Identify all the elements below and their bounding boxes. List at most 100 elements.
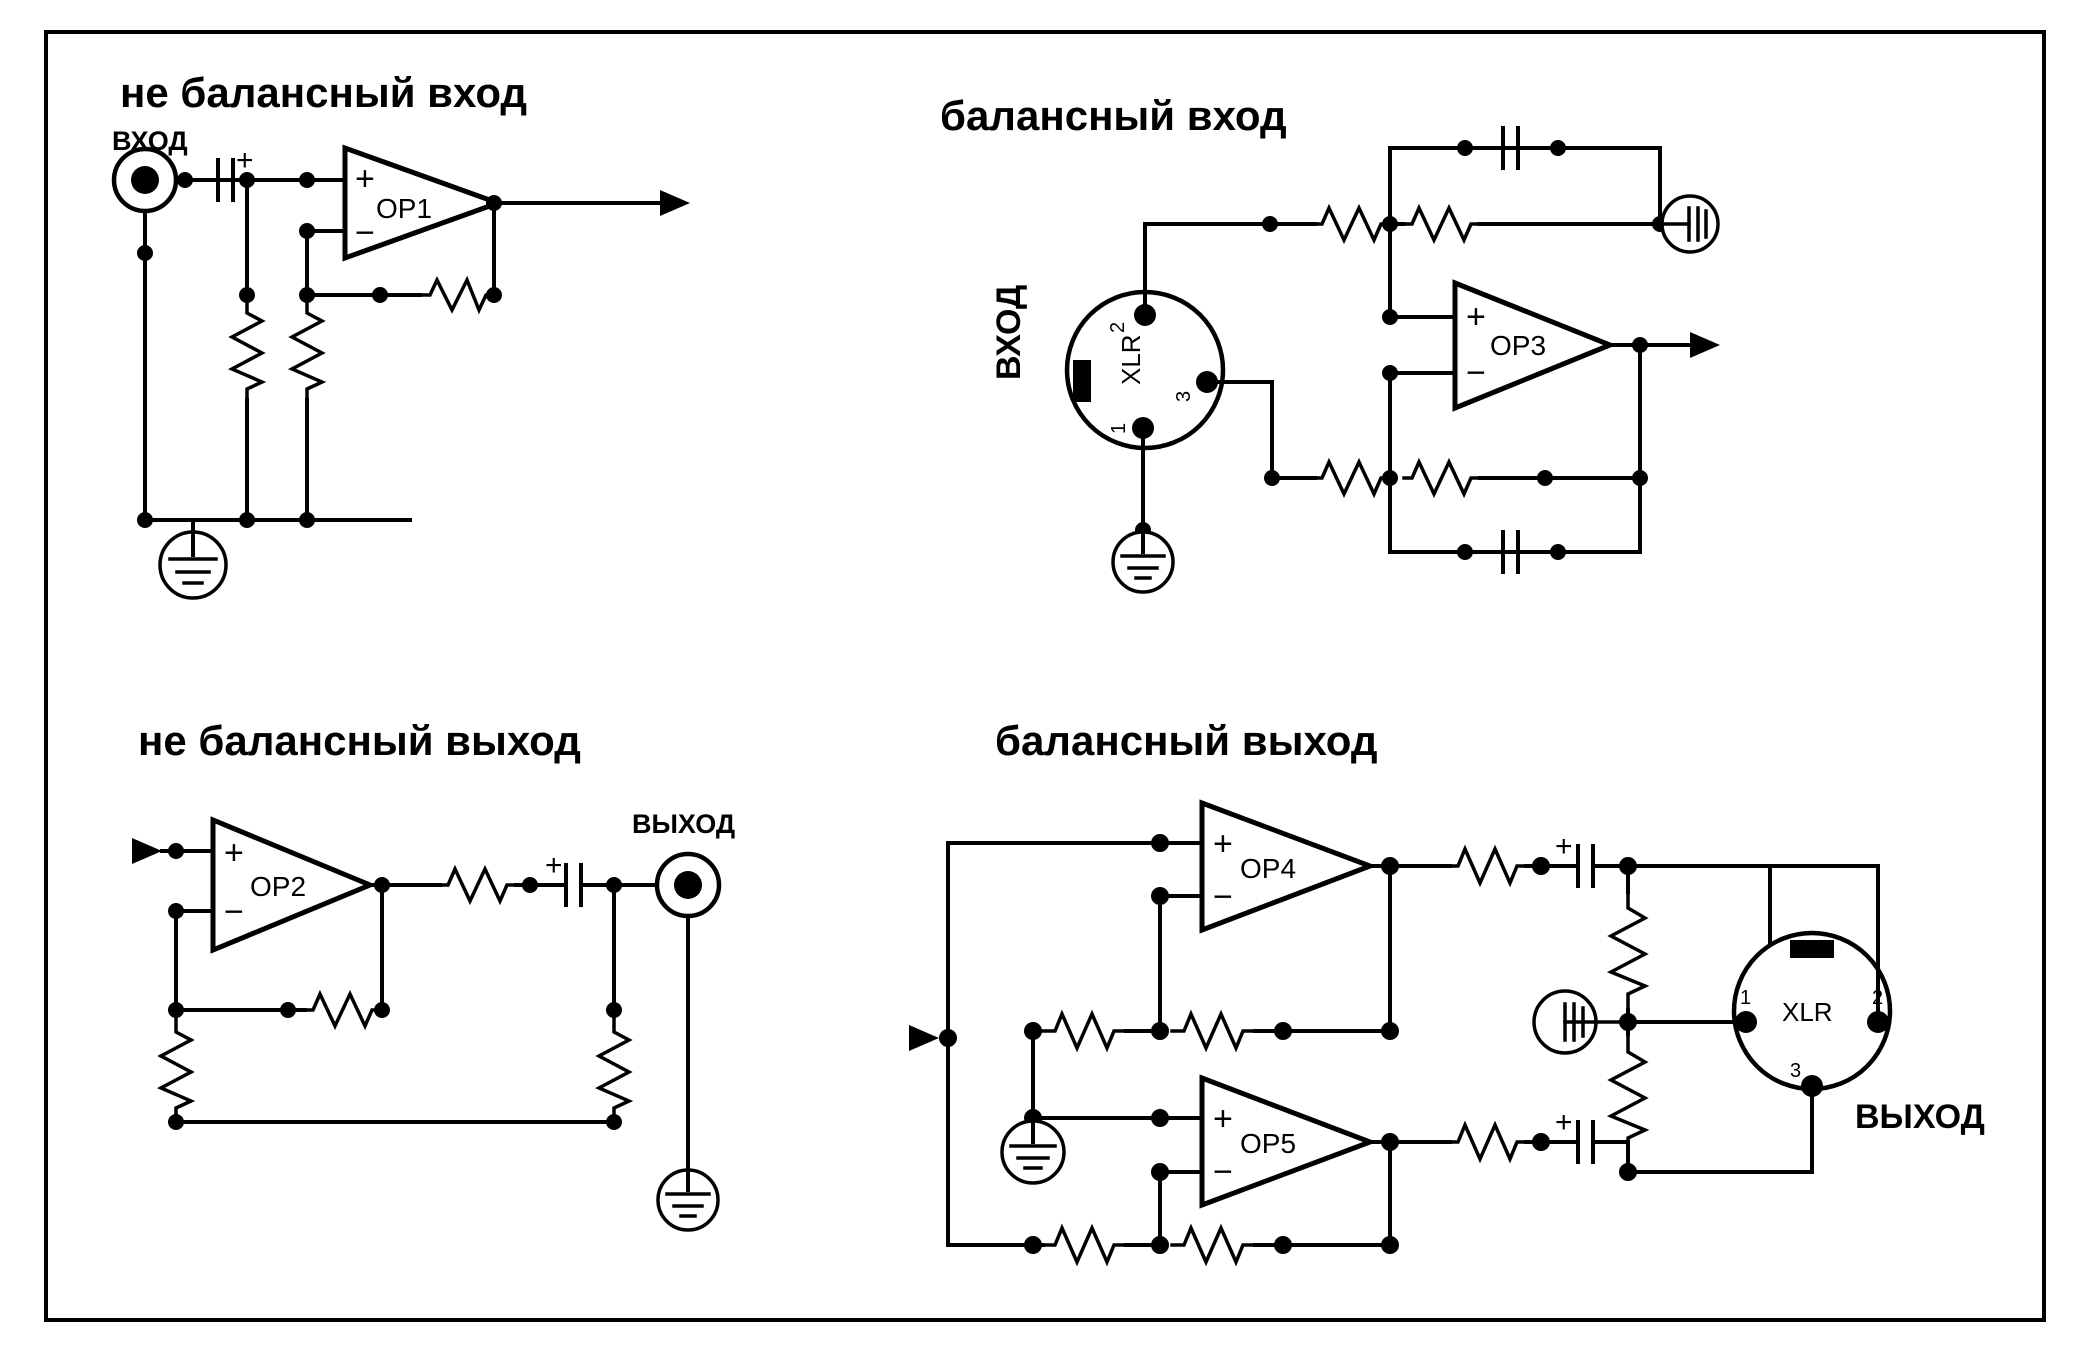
opamp-minus-sign: −	[355, 214, 375, 252]
ground-symbol	[656, 1168, 720, 1232]
xlr-connector-name: XLR	[1782, 997, 1833, 1027]
output-jack-connector[interactable]	[654, 851, 722, 919]
junction-dot	[1382, 309, 1398, 325]
section-balanced-output: балансный выход + − OP4	[909, 717, 1985, 1267]
opamp-label: OP4	[1240, 853, 1296, 884]
resistor-top-series	[1313, 203, 1392, 245]
junction-dot	[1537, 470, 1553, 486]
xlr-key-slot	[1790, 940, 1834, 958]
xlr-pin-3	[1801, 1075, 1823, 1097]
opamp-op2: + − OP2	[210, 816, 377, 954]
junction-dot	[374, 877, 390, 893]
capacitor-op5-output	[1576, 1120, 1595, 1164]
balanced-output-connector-label: ВЫХОД	[1855, 1098, 1985, 1136]
resistor-op5-output-series	[1448, 1120, 1528, 1164]
opamp-label: OP2	[250, 871, 306, 902]
junction-dot	[299, 512, 315, 528]
resistor-r2-vertical	[287, 293, 327, 402]
opamp-plus-sign: +	[1213, 825, 1233, 863]
resistor-gain-vertical	[156, 1008, 196, 1124]
opamp-minus-sign: −	[1213, 878, 1233, 916]
opamp-plus-sign: +	[1213, 1100, 1233, 1138]
junction-dot	[522, 877, 538, 893]
junction-dot	[1532, 1133, 1550, 1151]
capacitor-polarity-plus: +	[1555, 1106, 1573, 1139]
junction-dot	[280, 1002, 296, 1018]
junction-dot	[168, 1114, 184, 1130]
junction-dot	[372, 287, 388, 303]
reference-ground-symbol-top	[1658, 194, 1720, 254]
output-arrow-icon	[1690, 332, 1720, 358]
capacitor-polarity-plus: +	[1555, 830, 1573, 863]
opamp-op4: + − OP4	[1199, 799, 1378, 934]
junction-dot	[1550, 140, 1566, 156]
xlr-key-slot	[1073, 360, 1091, 402]
input-arrow-icon	[132, 838, 162, 864]
junction-dot	[1274, 1236, 1292, 1254]
ground-symbol	[158, 518, 228, 600]
section-unbalanced-input: не балансный вход ВХОД + +	[111, 69, 690, 600]
input-arrow-icon	[909, 1025, 939, 1051]
opamp-minus-sign: −	[1213, 1153, 1233, 1191]
junction-dot	[1264, 470, 1280, 486]
output-arrow-icon	[660, 190, 690, 216]
opamp-plus-sign: +	[355, 160, 375, 198]
resistor-feedback-horizontal	[418, 275, 496, 315]
wire-xlr-pin2-up	[1768, 864, 1880, 1024]
xlr-connector-name: XLR	[1116, 334, 1146, 385]
input-jack-connector[interactable]	[111, 146, 179, 214]
junction-dot	[239, 512, 255, 528]
junction-dot	[177, 172, 193, 188]
junction-dot	[1151, 834, 1169, 852]
capacitor-polarity-plus: +	[236, 144, 254, 177]
opamp-label: OP3	[1490, 330, 1546, 361]
ground-symbol	[1000, 1116, 1066, 1185]
capacitor-op4-output	[1576, 844, 1595, 888]
junction-dot	[1381, 1133, 1399, 1151]
sheet-border	[44, 30, 2046, 1322]
junction-dot	[1381, 857, 1399, 875]
junction-dot	[137, 512, 153, 528]
opamp-minus-sign: −	[224, 893, 244, 931]
resistor-op5-divider-left	[1041, 1223, 1128, 1267]
ground-symbol	[1111, 528, 1175, 594]
junction-dot	[1262, 216, 1278, 232]
balanced-output-title: балансный выход	[995, 717, 1378, 764]
capacitor-polarity-plus: +	[545, 849, 563, 882]
junction-dot	[1151, 1109, 1169, 1127]
junction-dot	[1024, 1236, 1042, 1254]
resistor-bottom-series	[1313, 457, 1392, 499]
resistor-feedback-horizontal	[303, 989, 384, 1031]
section-unbalanced-output: не балансный выход + − OP2	[132, 717, 735, 1232]
opamp-op3: + − OP3	[1452, 279, 1617, 412]
resistor-op4-divider-right	[1170, 1009, 1257, 1053]
junction-dot	[1550, 544, 1566, 560]
unbalanced-input-title: не балансный вход	[120, 69, 527, 116]
unbalanced-output-connector-label: ВЫХОД	[632, 809, 735, 839]
section-balanced-input: балансный вход ВХОД XLR 2 3 1	[940, 92, 1720, 594]
xlr-pin-1	[1735, 1011, 1757, 1033]
resistor-top-feedback	[1402, 203, 1482, 245]
resistor-op4-divider-left	[1041, 1009, 1128, 1053]
wire-bottom-cap-branch	[1388, 476, 1642, 554]
resistor-load-vertical	[594, 1008, 634, 1124]
capacitor-bottom-feedback	[1501, 530, 1520, 574]
reference-ground-symbol-output	[1532, 989, 1630, 1055]
wire-top-cap-branch	[1388, 146, 1662, 226]
junction-dot	[299, 172, 315, 188]
xlr-output-connector[interactable]: XLR 1 2 3	[1731, 930, 1893, 1097]
xlr-pin-1-number: 1	[1740, 987, 1751, 1009]
balanced-input-title: балансный вход	[940, 92, 1287, 139]
junction-dot	[137, 245, 153, 261]
xlr-pin-3-number: 3	[1173, 391, 1195, 402]
junction-dot	[1274, 1022, 1292, 1040]
junction-dot	[486, 195, 502, 211]
opamp-op1: + − OP1	[342, 144, 506, 262]
resistor-output-divider-lower	[1606, 1032, 1650, 1154]
junction-dot	[486, 287, 502, 303]
unbalanced-output-title: не балансный выход	[138, 717, 581, 764]
xlr-pin-1-number: 1	[1108, 423, 1130, 434]
capacitor-top-feedback	[1501, 126, 1520, 170]
resistor-series-output	[438, 864, 518, 906]
